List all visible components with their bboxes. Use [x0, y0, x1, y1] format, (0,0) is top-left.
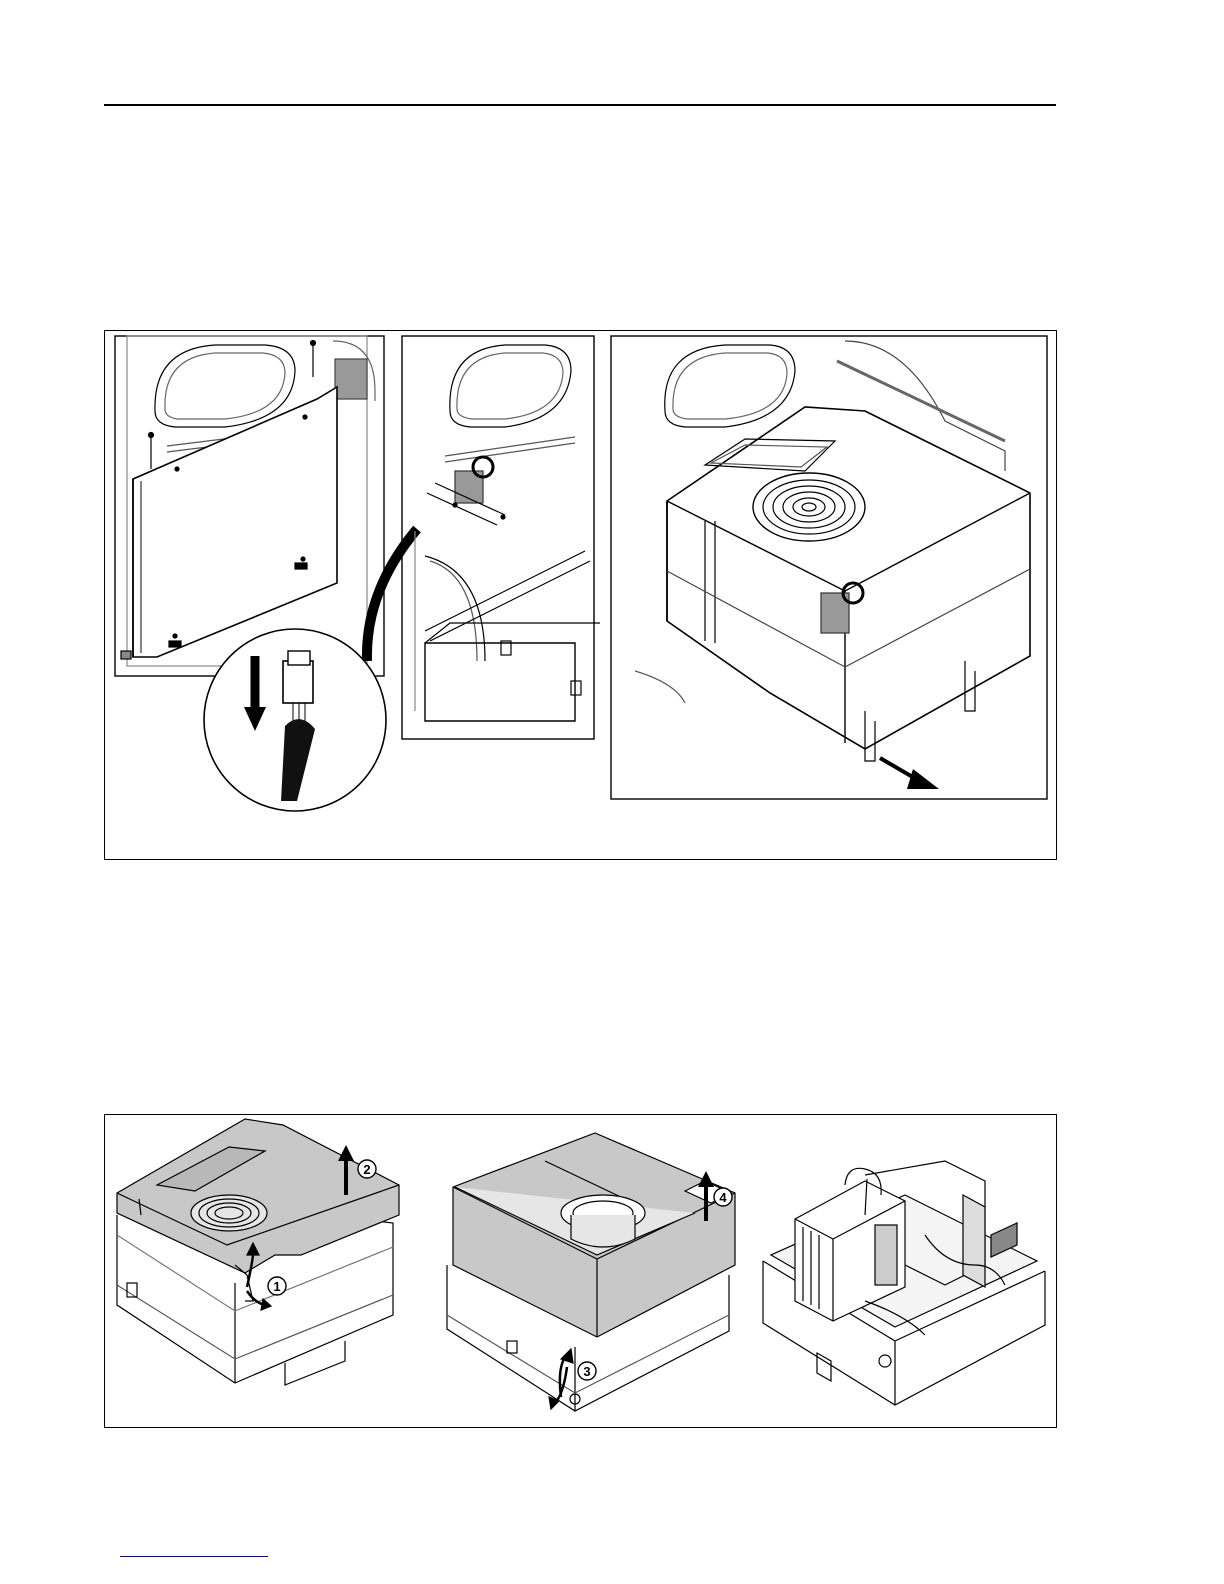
- header-rule: [104, 104, 1056, 106]
- figure-2-frame: 1 2 3 4: [104, 1114, 1057, 1428]
- svg-text:2: 2: [363, 1162, 370, 1177]
- panel-a-remove-cover: [115, 336, 384, 676]
- panel-c-pull-out-unit: [611, 336, 1047, 799]
- figure-2-illustration: 1 2 3 4: [105, 1115, 1056, 1427]
- svg-text:3: 3: [583, 1364, 590, 1379]
- step-label-3: 3: [578, 1362, 596, 1380]
- step-label-4: 4: [714, 1188, 732, 1206]
- connector-detail-magnifier: [204, 629, 386, 811]
- arrow-2-head: [338, 1145, 354, 1161]
- footer-link-underline[interactable]: [120, 1556, 268, 1557]
- cable-lead: [367, 529, 417, 661]
- figure-1-frame: [104, 330, 1057, 860]
- figure-1-illustration: [105, 331, 1056, 859]
- svg-text:1: 1: [273, 1279, 280, 1294]
- svg-text:4: 4: [719, 1190, 727, 1205]
- panel-b-disconnect: [402, 336, 600, 739]
- pull-out-arrow: [880, 758, 939, 789]
- step-label-2: 2: [358, 1160, 376, 1178]
- unit-1-lift-top-cover: [117, 1119, 399, 1385]
- unit-3-open-internals: [763, 1161, 1045, 1405]
- step-label-1: 1: [268, 1277, 286, 1295]
